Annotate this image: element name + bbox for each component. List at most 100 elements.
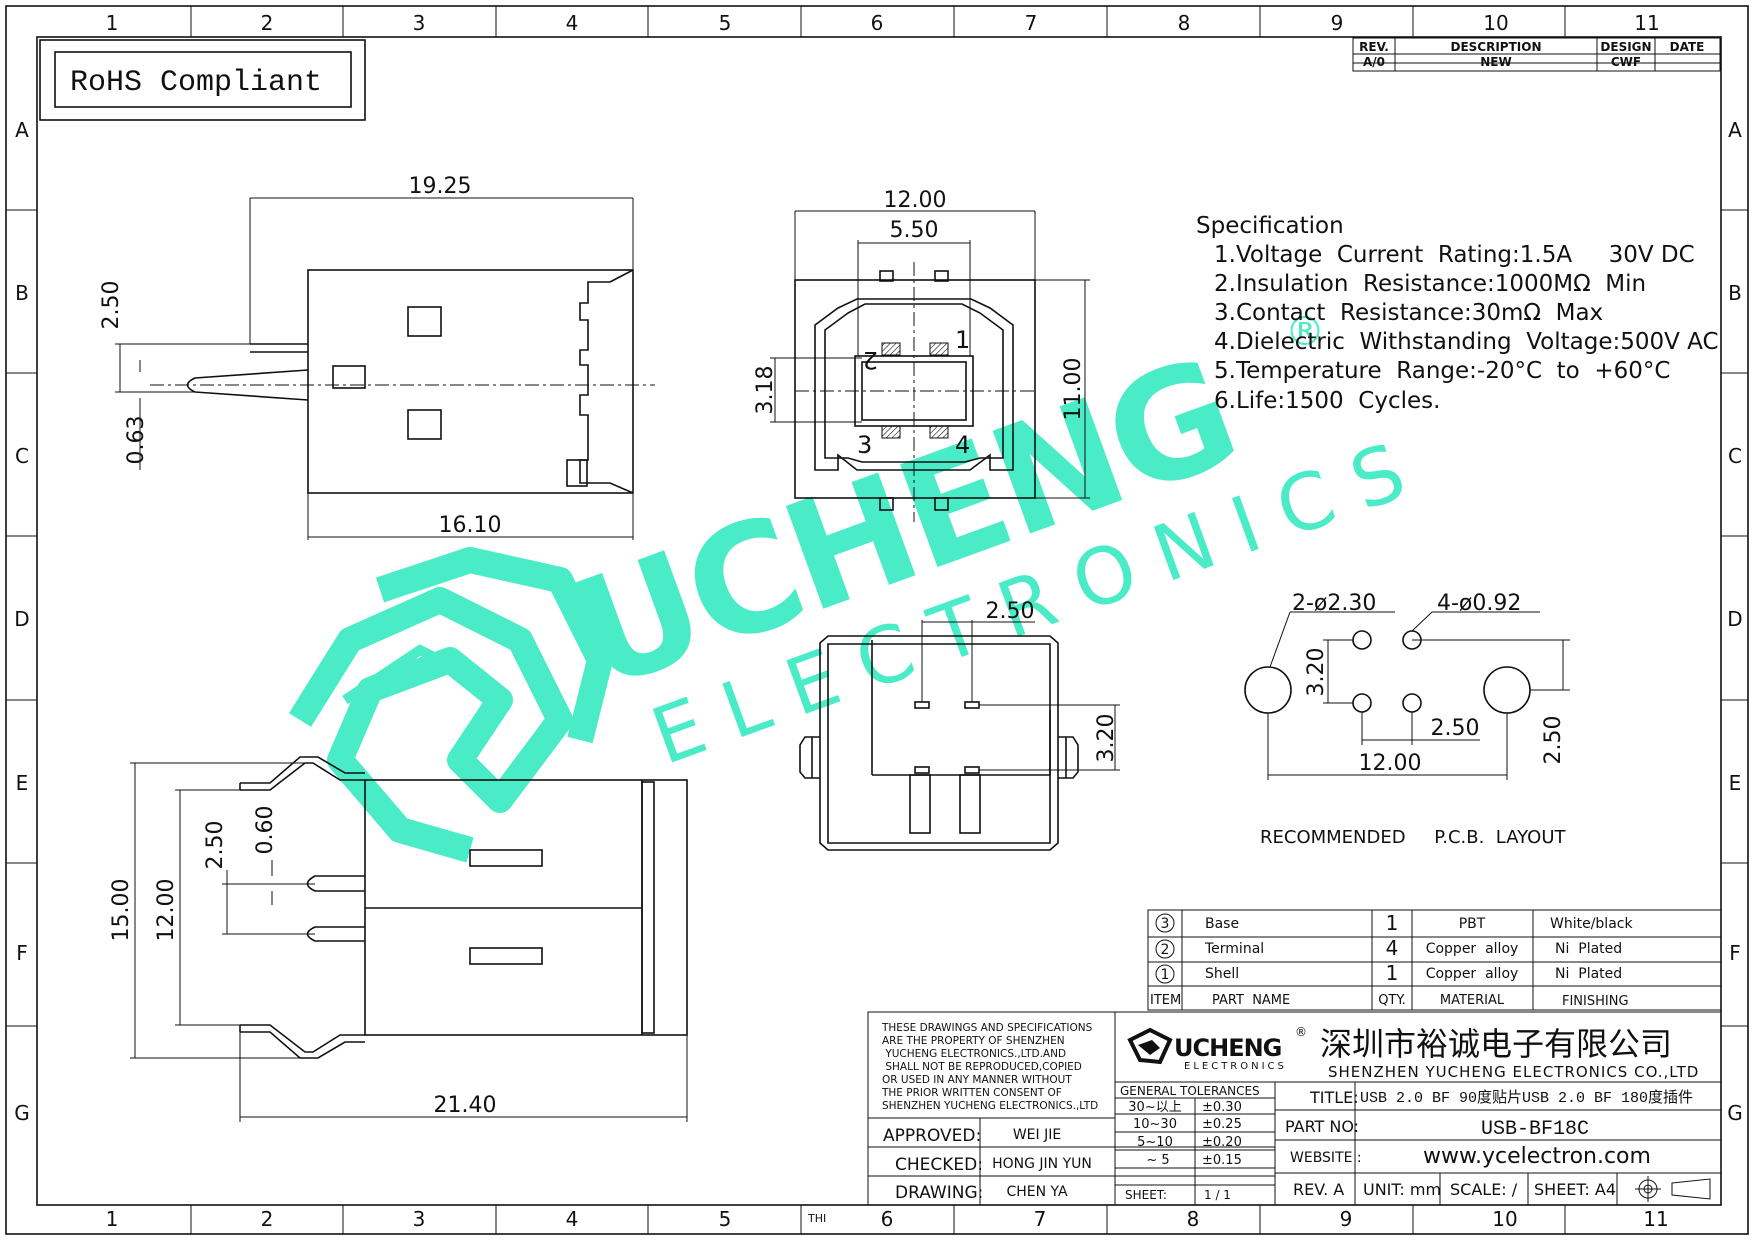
tolerance-range: 10~30 (1133, 1117, 1177, 1132)
dim-overall-length: 19.25 (409, 174, 472, 199)
watermark-registered: ® (1285, 309, 1325, 355)
drawing-value: CHEN YA (1006, 1184, 1068, 1200)
pin-number: 1 (955, 326, 970, 354)
col-label: 11 (1634, 11, 1659, 35)
row-label: A (15, 118, 29, 142)
pcb-caption: RECOMMENDED P.C.B. LAYOUT (1260, 827, 1567, 848)
tolerance-range: ~ 5 (1146, 1153, 1169, 1168)
row-label: E (1729, 771, 1742, 795)
logo-sub: ELECTRONICS (1184, 1061, 1287, 1072)
col-label: 7 (1034, 1207, 1047, 1231)
notice-line: ARE THE PROPERTY OF SHENZHEN (882, 1035, 1065, 1047)
spec-item: 4.Dielectric Withstanding Voltage:500V A… (1214, 329, 1719, 355)
dim-body-length: 16.10 (439, 513, 502, 538)
approved-value: WEI JIE (1013, 1127, 1061, 1143)
dim-height: 11.00 (1061, 358, 1086, 421)
part-number-label: PART NO: (1285, 1117, 1359, 1136)
website-label: WEBSITE : (1290, 1150, 1362, 1166)
bom-header-finishing: FINISHING (1562, 994, 1629, 1009)
col-label: 8 (1178, 11, 1191, 35)
dim-overall-width: 15.00 (109, 879, 134, 942)
tolerance-range: 5~10 (1137, 1135, 1173, 1150)
front-view: 1 2 3 4 12.00 5.50 11.00 3.18 (753, 188, 1090, 522)
col-label: 8 (1187, 1207, 1200, 1231)
tolerance-value: ±0.15 (1202, 1153, 1242, 1168)
projection-symbol-icon (1635, 1176, 1711, 1202)
row-label: F (1729, 941, 1741, 965)
col-label: 1 (106, 11, 119, 35)
bom-header-qty: QTY. (1378, 993, 1406, 1008)
notice-line: THESE DRAWINGS AND SPECIFICATIONS (881, 1022, 1093, 1034)
col-label: 10 (1483, 11, 1508, 35)
dim-width: 12.00 (884, 188, 947, 213)
logo-brand: UCHENG (1174, 1034, 1281, 1062)
spec-item: 5.Temperature Range:-20°C to +60°C (1214, 358, 1670, 384)
row-label: G (1727, 1101, 1743, 1125)
dim-inner-width: 5.50 (890, 218, 939, 243)
company-name-en: SHENZHEN YUCHENG ELECTRONICS CO.,LTD (1328, 1063, 1699, 1081)
part-number-value: USB-BF18C (1481, 1118, 1589, 1141)
spec-item: 2.Insulation Resistance:1000MΩ Min (1214, 271, 1646, 297)
row-label: D (14, 607, 29, 631)
date-header: DATE (1670, 40, 1705, 54)
bom-header-name: PART NAME (1212, 993, 1290, 1008)
pin-number: 4 (955, 431, 970, 459)
description-header: DESCRIPTION (1450, 40, 1541, 54)
rohs-text: RoHS Compliant (70, 66, 322, 100)
bom-item: 2 (1161, 942, 1170, 958)
notice-line: SHALL NOT BE REPRODUCED,COPIED (882, 1061, 1082, 1073)
col-label: 6 (881, 1207, 894, 1231)
pcb-layout: 2-ø2.30 4-ø0.92 3.20 2.50 12.00 2.50 REC… (1244, 591, 1570, 848)
side-view: 19.25 16.10 2.50 0.63 (99, 174, 655, 540)
tolerance-range: 30~以上 (1128, 1100, 1181, 1115)
spec-title: Specification (1196, 213, 1344, 239)
dim-pin-width: 0.60 (253, 806, 278, 855)
design-header: DESIGN (1600, 40, 1651, 54)
title-label: TITLE: (1309, 1088, 1359, 1107)
website-value: www.ycelectron.com (1423, 1144, 1651, 1169)
col-label: 3 (413, 1207, 426, 1231)
rev-value: A/0 (1363, 55, 1385, 69)
col-label: 5 (719, 1207, 732, 1231)
dim-inner-height: 3.18 (753, 366, 778, 415)
col-label: 9 (1340, 1207, 1353, 1231)
notice-line: SHENZHEN YUCHENG ELECTRONICS.,LTD (882, 1100, 1098, 1112)
unit-label: UNIT: mm (1363, 1180, 1441, 1199)
dim-overall-length: 21.40 (434, 1093, 497, 1118)
col-label: 6 (871, 11, 884, 35)
small-hole-label: 4-ø0.92 (1437, 591, 1521, 616)
bom-qty: 1 (1386, 961, 1399, 985)
bom-qty: 4 (1386, 936, 1399, 960)
spec-item: 3.Contact Resistance:30mΩ Max (1214, 300, 1603, 326)
col-label: 4 (566, 11, 579, 35)
dim-row-pitch: 3.20 (1094, 714, 1119, 763)
bottom-front-view: 2.50 3.20 (799, 599, 1120, 851)
tolerance-title: GENERAL TOLERANCES (1120, 1084, 1260, 1098)
row-label: B (15, 281, 29, 305)
bom-finishing: Ni Plated (1555, 966, 1622, 982)
logo-registered: ® (1295, 1025, 1307, 1039)
approved-label: APPROVED: (883, 1126, 981, 1146)
sheet-count-label: SHEET: (1125, 1188, 1167, 1202)
rohs-label: RoHS Compliant (39, 39, 366, 121)
dim-vertical-pitch: 3.20 (1304, 648, 1329, 697)
specification: Specification 1.Voltage Current Rating:1… (1196, 213, 1719, 414)
drawing-label: DRAWING: (895, 1183, 983, 1203)
row-label: G (14, 1101, 30, 1125)
row-label: B (1728, 281, 1742, 305)
bom-material: PBT (1459, 916, 1486, 932)
bom-item: 1 (1161, 967, 1170, 983)
row-label: C (15, 444, 29, 468)
bom-name: Shell (1205, 966, 1239, 982)
bom-finishing: Ni Plated (1555, 941, 1622, 957)
dim-body-width: 12.00 (154, 879, 179, 942)
col-label: 9 (1331, 11, 1344, 35)
tolerance-value: ±0.20 (1202, 1135, 1242, 1150)
row-label: F (16, 941, 28, 965)
col-label: 4 (566, 1207, 579, 1231)
tolerance-value: ±0.25 (1202, 1117, 1242, 1132)
bom-material: Copper alloy (1426, 941, 1519, 957)
bom-finishing: White/black (1550, 916, 1633, 932)
thi-mark: THI (807, 1212, 826, 1225)
